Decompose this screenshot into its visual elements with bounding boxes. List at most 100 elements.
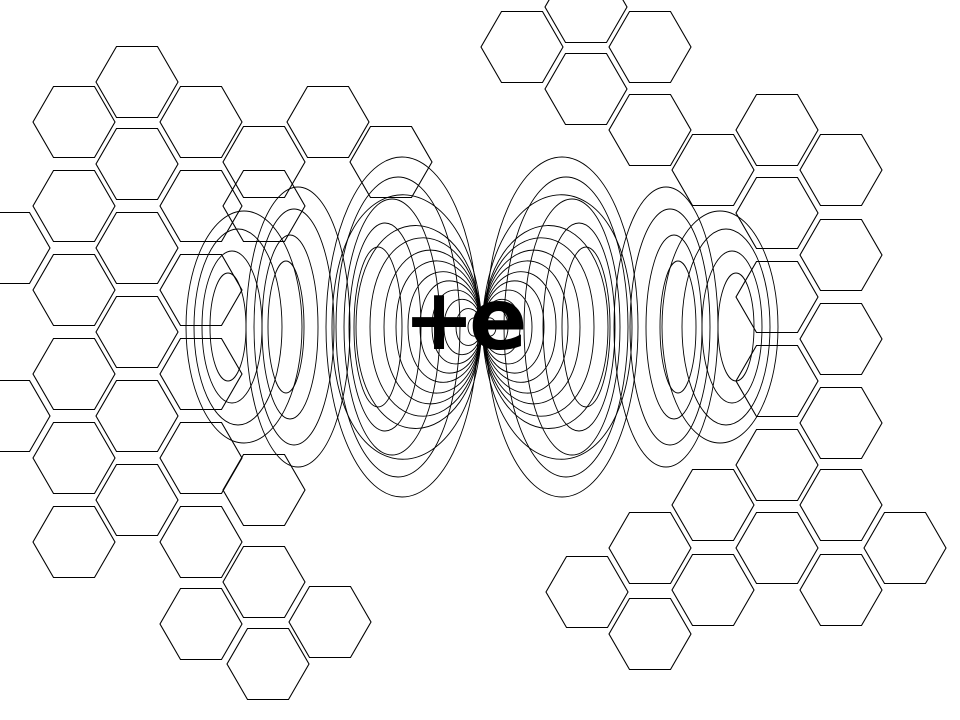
field-band-ellipse: [348, 222, 422, 432]
hexagon-cell: [159, 85, 243, 159]
hexagon-cell: [799, 468, 883, 542]
field-band-ellipse: [209, 272, 247, 382]
hexagon-cell: [95, 211, 179, 285]
field-band-ellipse: [717, 272, 755, 382]
hexagon-cell: [159, 169, 243, 243]
hexagon-cell: [32, 169, 116, 243]
hexagon-cell: [799, 133, 883, 207]
field-band-ellipse: [661, 210, 779, 444]
hexagon-cell: [608, 597, 692, 671]
field-band-ellipse: [335, 176, 461, 478]
hexagon-cell: [32, 505, 116, 579]
hexagon-cell: [799, 553, 883, 627]
hexagon-cell: [735, 93, 819, 167]
hexagon-cell: [545, 555, 629, 629]
hexagon-cell: [799, 302, 883, 376]
field-band-ellipse: [542, 222, 616, 432]
field-loop: [443, 299, 483, 355]
field-band-ellipse: [659, 260, 697, 394]
hexagon-cell: [544, 0, 628, 44]
hexagon-cell: [608, 93, 692, 167]
hexagon-cell: [286, 85, 370, 159]
hexagon-cell: [735, 260, 819, 334]
field-band-ellipse: [185, 210, 303, 444]
hexagon-cell: [671, 553, 755, 627]
field-band-ellipse: [701, 250, 763, 404]
hexagon-cell: [159, 505, 243, 579]
hexagon-cell: [863, 511, 947, 585]
field-loop: [481, 308, 509, 346]
hexagon-cell: [159, 421, 243, 495]
hexagon-cell: [159, 587, 243, 661]
hexagon-cell: [222, 125, 306, 199]
field-lines: [185, 156, 779, 498]
hexagon-cell: [608, 511, 692, 585]
field-loop: [481, 289, 533, 365]
field-band-ellipse: [353, 246, 403, 408]
field-band-ellipse: [201, 250, 263, 404]
hexagon-cell: [671, 133, 755, 207]
field-band-ellipse: [629, 208, 711, 446]
hexagon-cell: [95, 295, 179, 369]
hexagon-cell: [32, 421, 116, 495]
hexagon-cell: [288, 585, 372, 659]
field-band-ellipse: [681, 228, 771, 426]
field-loop: [481, 317, 497, 337]
field-band-ellipse: [267, 260, 305, 394]
hexagon-cell: [0, 211, 51, 285]
hexagon-cell: [799, 386, 883, 460]
hexagon-cell: [159, 253, 243, 327]
hexagon-cell: [222, 169, 306, 243]
hexagon-cell: [735, 344, 819, 418]
hexagon-cell: [671, 468, 755, 542]
hexagon-cell: [735, 176, 819, 250]
charge-label: +e: [403, 270, 524, 370]
field-loop: [331, 194, 483, 460]
hexagon-cell: [735, 428, 819, 502]
hexagon-cell: [95, 45, 179, 119]
field-bands: [185, 156, 779, 498]
hexagon-cell: [480, 10, 564, 84]
field-band-ellipse: [523, 198, 621, 456]
field-loop: [431, 289, 483, 365]
hexagon-lattice: [0, 0, 947, 701]
field-loop: [467, 317, 483, 337]
hexagon-cell: [95, 379, 179, 453]
field-band-ellipse: [503, 176, 629, 478]
field-loop: [481, 271, 557, 383]
field-loop: [369, 237, 483, 417]
hexagon-cell: [32, 85, 116, 159]
field-band-ellipse: [193, 228, 283, 426]
hexagon-cell: [159, 337, 243, 411]
field-loop: [395, 260, 483, 394]
field-loop: [407, 271, 483, 383]
hexagon-cell: [544, 52, 628, 126]
field-loop: [355, 225, 483, 429]
hexagon-cell: [95, 127, 179, 201]
hexagon-cell: [95, 463, 179, 537]
hexagon-cell: [735, 511, 819, 585]
field-band-ellipse: [485, 156, 639, 498]
field-band-ellipse: [253, 208, 335, 446]
hexagon-cell: [608, 10, 692, 84]
field-loop: [383, 249, 483, 405]
hexagon-cell: [349, 125, 433, 199]
field-loop: [481, 260, 569, 394]
hexagon-cell: [222, 453, 306, 527]
hexagon-cell: [222, 545, 306, 619]
hexagon-cell: [32, 253, 116, 327]
hexagon-cell: [32, 337, 116, 411]
field-loop: [481, 194, 633, 460]
field-loop: [455, 308, 483, 346]
field-loop: [419, 280, 483, 374]
field-band-ellipse: [343, 198, 441, 456]
field-loop: [481, 280, 545, 374]
field-loop: [481, 249, 581, 405]
field-loop: [481, 237, 595, 417]
field-band-ellipse: [325, 156, 479, 498]
field-band-ellipse: [561, 246, 611, 408]
field-loop: [481, 299, 521, 355]
hexagon-cell: [0, 379, 51, 453]
